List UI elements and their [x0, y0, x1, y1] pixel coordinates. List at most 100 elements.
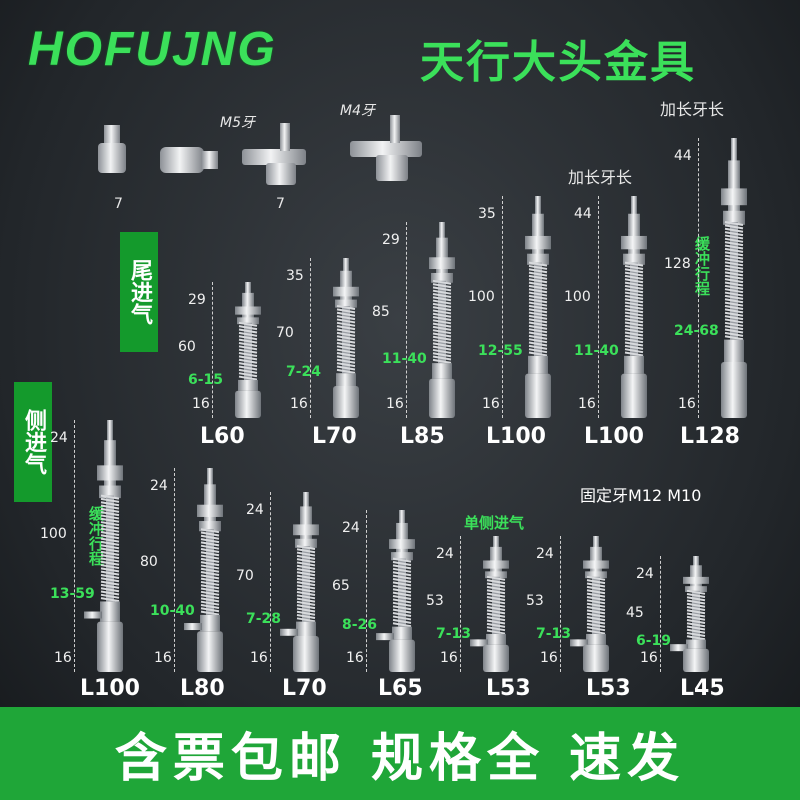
bottom_row-base-height-3: 16 — [250, 650, 268, 666]
extended-thread-note-1: 加长牙长 — [660, 100, 725, 119]
top_row-dimension-line-3 — [406, 222, 407, 418]
top_row-base-height-4: 16 — [482, 396, 500, 412]
fixed-thread-note: 固定牙M12 M10 — [580, 486, 702, 505]
bottom_row-base-height-2: 16 — [154, 650, 172, 666]
top_row-suction-cup-1 — [235, 282, 261, 418]
top_row-model-label-3: L85 — [400, 424, 445, 449]
top_row-suction-cup-5 — [621, 196, 647, 418]
bottom_row-thread-length-4: 24 — [342, 520, 360, 536]
top_row-thread-length-1: 29 — [188, 292, 206, 308]
bottom_row-base-height-5: 16 — [440, 650, 458, 666]
fitting-width-b: 7 — [276, 196, 285, 212]
bottom_row-model-label-2: L80 — [180, 676, 225, 701]
bottom_row-stroke-range-1: 13-59 — [50, 586, 95, 603]
bottom_row-base-height-7: 16 — [640, 650, 658, 666]
bottom_row-thread-length-1: 24 — [50, 430, 68, 446]
bottom_row-thread-length-7: 24 — [636, 566, 654, 582]
extended-thread-note-2: 加长牙长 — [568, 168, 633, 187]
single-side-note: 单侧进气 — [464, 514, 525, 532]
bottom_row-suction-cup-6 — [570, 536, 609, 672]
top_row-thread-length-3: 29 — [382, 232, 400, 248]
top_row-base-height-1: 16 — [192, 396, 210, 412]
bottom_row-model-label-7: L45 — [680, 676, 725, 701]
bottom_row-model-label-1: L100 — [80, 676, 140, 701]
top_row-thread-length-6: 44 — [674, 148, 692, 164]
top_row-total-length-5: 100 — [564, 289, 591, 306]
top_row-thread-length-2: 35 — [286, 268, 304, 284]
bottom_row-total-length-4: 65 — [332, 578, 350, 595]
bottom_row-stroke-range-6: 7-13 — [536, 625, 572, 642]
bottom_row-stroke-range-3: 7-28 — [246, 610, 282, 627]
tee-fitting-m4 — [350, 115, 422, 181]
bottom_row-total-length-5: 53 — [426, 593, 444, 610]
side-inlet-tag: 侧进气 — [14, 382, 52, 502]
bottom_row-model-label-3: L70 — [282, 676, 327, 701]
rear-inlet-tag: 尾进气 — [120, 232, 158, 352]
bottom_row-total-length-6: 53 — [526, 593, 544, 610]
top_row-total-length-4: 100 — [468, 289, 495, 306]
top_row-dimension-line-2 — [310, 258, 311, 418]
bottom_row-stroke-range-5: 7-13 — [436, 625, 472, 642]
top_row-stroke-range-1: 6-15 — [188, 371, 224, 388]
bottom_row-total-length-2: 80 — [140, 553, 158, 570]
brand-logo: HOFUJNG — [28, 23, 277, 76]
tee-fitting-m5 — [242, 123, 306, 185]
bottom_row-thread-length-3: 24 — [246, 502, 264, 518]
bottom_row-model-label-5: L53 — [486, 676, 531, 701]
bottom_row-stroke-range-7: 6-19 — [636, 632, 672, 649]
bottom_row-thread-length-2: 24 — [150, 478, 168, 494]
top_row-thread-length-5: 44 — [574, 206, 592, 222]
top_row-base-height-2: 16 — [290, 396, 308, 412]
bottom_row-total-length-7: 45 — [626, 604, 644, 621]
top_row-base-height-3: 16 — [386, 396, 404, 412]
top_row-dimension-line-6 — [698, 138, 699, 418]
bottom_row-total-length-3: 70 — [236, 567, 254, 584]
bottom_row-dimension-line-7 — [660, 556, 661, 672]
top_row-base-height-6: 16 — [678, 396, 696, 412]
buffer-stroke-label-top: 缓冲行程 — [693, 236, 711, 296]
bottom_row-suction-cup-1 — [84, 420, 123, 672]
fittings-illustration — [98, 115, 422, 185]
elbow-fitting — [160, 147, 218, 173]
fitting-width-a: 7 — [114, 196, 123, 212]
straight-fitting — [98, 125, 126, 173]
top_row-suction-cup-2 — [333, 258, 359, 418]
top_row-suction-cup-4 — [525, 196, 551, 418]
top_row-stroke-range-4: 12-55 — [478, 342, 523, 359]
top_row-suction-cup-6 — [721, 138, 747, 418]
bottom_row-base-height-1: 16 — [54, 650, 72, 666]
top_row-stroke-range-3: 11-40 — [382, 351, 427, 368]
top_row-model-label-6: L128 — [680, 424, 740, 449]
top_row-total-length-1: 60 — [178, 339, 196, 356]
m5-thread-label: M5牙 — [220, 115, 255, 131]
bottom_row-suction-cup-4 — [376, 510, 415, 672]
top_row-dimension-line-5 — [598, 196, 599, 418]
top_row-model-label-5: L100 — [584, 424, 644, 449]
top_row-suction-cup-3 — [429, 222, 455, 418]
top_row-stroke-range-5: 11-40 — [574, 342, 619, 359]
top_row-total-length-3: 85 — [372, 304, 390, 321]
top_row-model-label-1: L60 — [200, 424, 245, 449]
bottom_row-total-length-1: 100 — [40, 525, 67, 542]
bottom_row-thread-length-6: 24 — [536, 546, 554, 562]
top_row-total-length-2: 70 — [276, 325, 294, 342]
page-title: 天行大头金具 — [420, 37, 696, 88]
bottom_row-dimension-line-6 — [560, 536, 561, 672]
bottom_row-dimension-line-2 — [174, 468, 175, 672]
bottom_row-suction-cup-5 — [470, 536, 509, 672]
bottom_row-suction-cup-7 — [670, 556, 709, 672]
top_row-stroke-range-2: 7-24 — [286, 363, 322, 380]
top_row-total-length-6: 128 — [664, 255, 691, 272]
footer-text: 含票包邮 规格全 速发 — [114, 729, 686, 789]
top_row-dimension-line-4 — [502, 196, 503, 418]
bottom_row-base-height-6: 16 — [540, 650, 558, 666]
top_row-base-height-5: 16 — [578, 396, 596, 412]
top_row-dimension-line-1 — [212, 282, 213, 418]
buffer-stroke-label-bottom: 缓冲行程 — [87, 506, 105, 566]
m4-thread-label: M4牙 — [340, 103, 375, 119]
bottom_row-base-height-4: 16 — [346, 650, 364, 666]
bottom_row-model-label-4: L65 — [378, 676, 423, 701]
bottom_row-thread-length-5: 24 — [436, 546, 454, 562]
bottom_row-stroke-range-2: 10-40 — [150, 602, 195, 619]
top_row-thread-length-4: 35 — [478, 206, 496, 222]
